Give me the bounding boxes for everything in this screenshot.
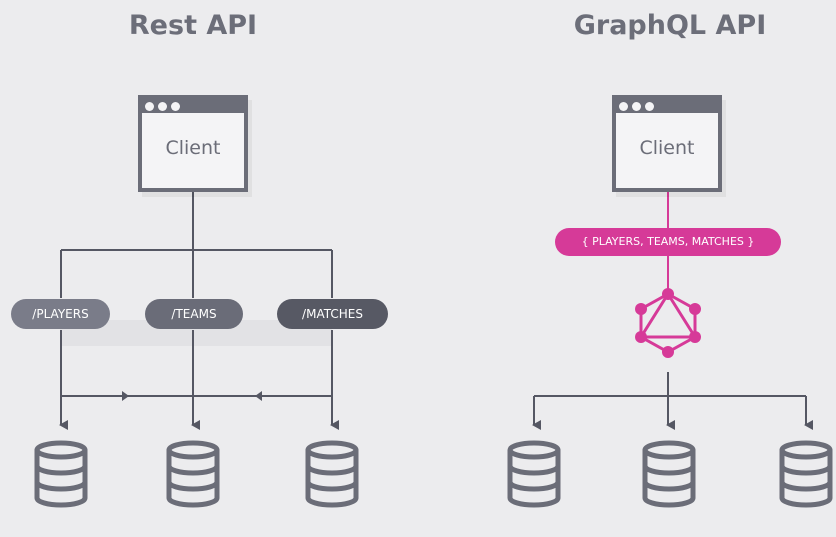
graphql-client-label: Client	[639, 137, 695, 159]
graphql-api-title: GraphQL API	[573, 10, 767, 41]
graphql-query-pill: { PLAYERS, TEAMS, MATCHES }	[555, 228, 781, 256]
endpoint-players-pill: /PLAYERS	[11, 299, 110, 329]
database-icon	[779, 440, 833, 508]
window-dot-icon	[632, 101, 641, 111]
endpoint-matches-pill: /MATCHES	[277, 299, 388, 329]
rest-client-window: Client	[138, 95, 248, 192]
rest-client-label: Client	[165, 137, 221, 159]
graphql-logo-icon	[635, 288, 701, 358]
window-dot-icon	[158, 101, 167, 111]
database-icon	[642, 440, 696, 508]
window-dot-icon	[171, 101, 180, 111]
database-icon	[507, 440, 561, 508]
database-icon	[305, 440, 359, 508]
rest-api-title: Rest API	[128, 10, 258, 41]
window-titlebar	[142, 99, 244, 113]
window-dot-icon	[619, 101, 628, 111]
endpoint-teams-pill: /TEAMS	[145, 299, 243, 329]
window-dot-icon	[145, 101, 154, 111]
database-icon	[34, 440, 88, 508]
window-titlebar	[616, 99, 718, 113]
database-icon	[166, 440, 220, 508]
window-dot-icon	[645, 101, 654, 111]
graphql-client-window: Client	[612, 95, 722, 192]
